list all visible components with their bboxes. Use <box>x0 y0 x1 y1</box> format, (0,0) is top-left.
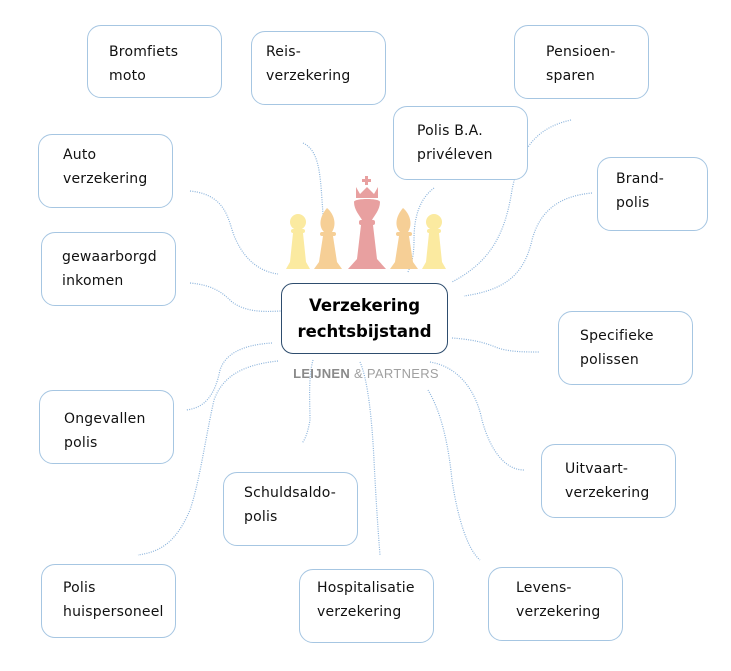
node-gewaarborgd[interactable]: gewaarborgd inkomen <box>41 232 176 306</box>
connector-hospitalisatie <box>359 361 381 556</box>
central-topic[interactable]: Verzekering rechtsbijstand <box>281 283 448 354</box>
node-label: Schuldsaldo- polis <box>244 485 337 525</box>
bishop-right-icon <box>390 208 418 269</box>
node-ongevallen[interactable]: Ongevallen polis <box>39 390 174 464</box>
pawn-right-icon <box>422 214 446 269</box>
node-label: Reis- verzekering <box>266 44 351 84</box>
node-label: Polis B.A. privéleven <box>417 123 493 163</box>
node-bromfiets[interactable]: Bromfiets moto <box>87 25 222 98</box>
node-label: Polis huispersoneel <box>63 580 164 620</box>
bishop-left-icon <box>314 208 342 269</box>
connector-gewaarborgd <box>189 282 282 313</box>
brand-primary: LEIJNEN <box>293 366 351 381</box>
pawn-left-icon <box>286 214 310 269</box>
connector-brand <box>463 192 593 297</box>
node-label: Levens- verzekering <box>516 580 601 620</box>
node-polis-ba[interactable]: Polis B.A. privéleven <box>393 106 528 180</box>
node-label: Auto verzekering <box>63 147 148 187</box>
node-label: Pensioen- sparen <box>546 44 616 84</box>
connector-specifieke <box>451 337 541 353</box>
connector-ongevallen <box>185 342 273 411</box>
chess-pieces-icon <box>286 176 446 269</box>
node-label: Hospitalisatie verzekering <box>317 580 415 620</box>
node-specifieke[interactable]: Specifieke polissen <box>558 311 693 385</box>
node-auto[interactable]: Auto verzekering <box>38 134 173 208</box>
node-label: Uitvaart- verzekering <box>565 461 650 501</box>
brand-secondary: & PARTNERS <box>354 366 439 381</box>
node-pensioen[interactable]: Pensioen- sparen <box>514 25 649 99</box>
node-schuldsaldo[interactable]: Schuldsaldo- polis <box>223 472 358 546</box>
node-label: gewaarborgd inkomen <box>62 249 157 289</box>
node-label: Specifieke polissen <box>580 328 654 368</box>
node-reis[interactable]: Reis- verzekering <box>251 31 386 105</box>
node-label: Bromfiets moto <box>109 44 179 84</box>
node-label: Ongevallen polis <box>64 411 146 451</box>
node-uitvaart[interactable]: Uitvaart- verzekering <box>541 444 676 518</box>
node-huispersoneel[interactable]: Polis huispersoneel <box>41 564 176 638</box>
king-icon <box>348 176 386 269</box>
connector-levens <box>427 389 481 561</box>
central-topic-label: Verzekering rechtsbijstand <box>297 296 432 341</box>
node-brand[interactable]: Brand- polis <box>597 157 708 231</box>
node-levens[interactable]: Levens- verzekering <box>488 567 623 641</box>
connector-auto <box>189 190 279 275</box>
node-hospitalisatie[interactable]: Hospitalisatie verzekering <box>299 569 434 643</box>
node-label: Brand- polis <box>616 171 664 211</box>
brand-logo-text: LEIJNEN & PARTNERS <box>287 366 445 381</box>
